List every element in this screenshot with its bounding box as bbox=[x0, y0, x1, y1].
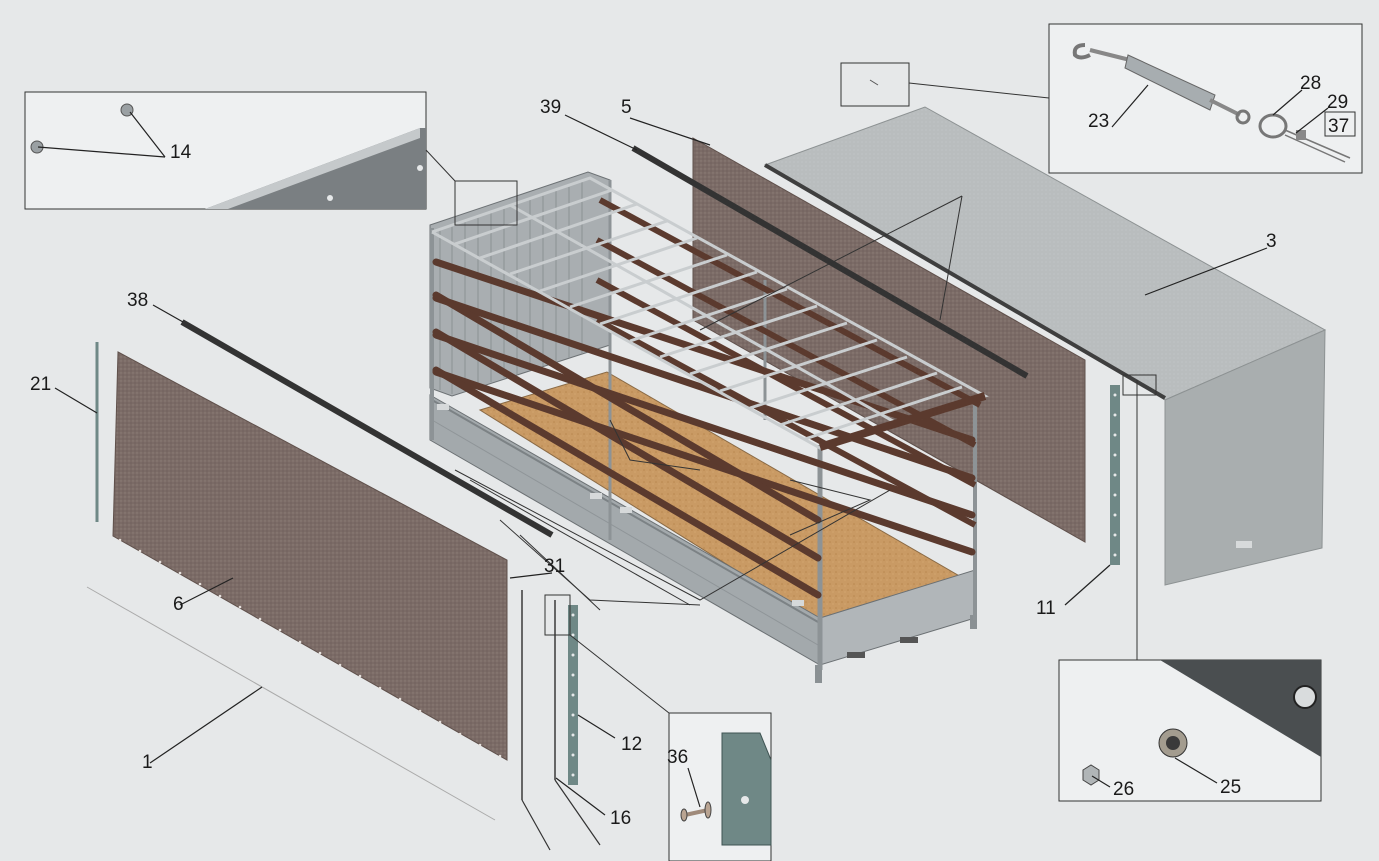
leader-lines bbox=[37, 84, 1329, 816]
callout-26: 26 bbox=[1113, 779, 1134, 800]
rail-part-38 bbox=[180, 319, 554, 538]
callout-1: 1 bbox=[142, 752, 153, 773]
callout-21: 21 bbox=[30, 374, 51, 395]
callout-5: 5 bbox=[621, 97, 632, 118]
rail-part-39 bbox=[631, 145, 1029, 379]
inset-turnbuckle bbox=[908, 23, 1363, 174]
inset-bolts-14 bbox=[24, 91, 456, 210]
callout-36: 36 bbox=[667, 747, 688, 768]
callout-29: 29 bbox=[1327, 92, 1348, 113]
grey-tarp-part-3 bbox=[763, 106, 1327, 586]
guide-outline bbox=[454, 195, 963, 611]
holed-strip-part-12 bbox=[544, 594, 578, 785]
callout-labels: 1 3 5 6 11 12 14 16 21 23 25 26 28 29 31… bbox=[30, 73, 1349, 829]
strap-parts-16-31 bbox=[521, 590, 601, 851]
callout-39: 39 bbox=[540, 97, 561, 118]
callout-11: 11 bbox=[1036, 598, 1056, 619]
callout-16: 16 bbox=[610, 808, 631, 829]
callout-31: 31 bbox=[544, 556, 565, 577]
callout-14: 14 bbox=[170, 142, 192, 163]
trailer-frame bbox=[429, 171, 989, 683]
inset-grommet bbox=[1058, 380, 1322, 802]
detail-marker-right bbox=[1122, 374, 1157, 396]
holed-strip-part-11 bbox=[1110, 385, 1120, 565]
callout-12: 12 bbox=[621, 734, 642, 755]
callout-38: 38 bbox=[127, 290, 148, 311]
detail-marker-top bbox=[840, 62, 910, 107]
callout-3: 3 bbox=[1266, 231, 1277, 252]
detail-marker-frame bbox=[454, 180, 518, 226]
callout-25: 25 bbox=[1220, 777, 1241, 798]
ground-line-part-1 bbox=[86, 586, 496, 821]
callout-37: 37 bbox=[1328, 116, 1349, 137]
side-tarp-part-6 bbox=[112, 351, 508, 761]
callout-23: 23 bbox=[1088, 111, 1109, 132]
inset-pin-36 bbox=[569, 634, 772, 861]
callout-6: 6 bbox=[173, 594, 184, 615]
callout-28: 28 bbox=[1300, 73, 1321, 94]
